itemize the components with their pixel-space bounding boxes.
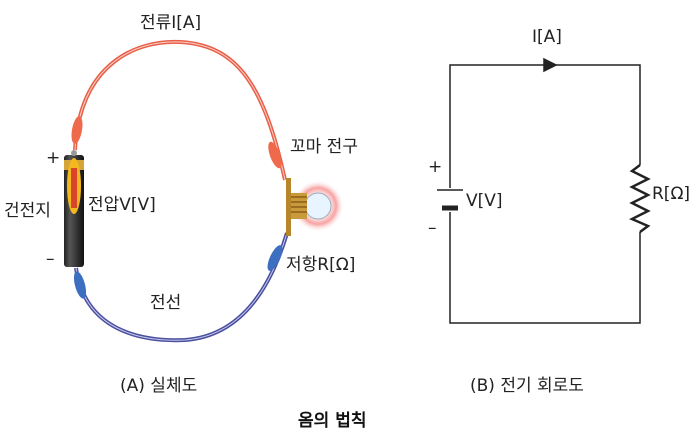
red-wire bbox=[73, 39, 287, 181]
circuit-voltage-label: V[V] bbox=[466, 191, 503, 211]
circuit-schematic bbox=[437, 57, 651, 324]
circuit-plus-sign: + bbox=[428, 157, 442, 177]
blue-clip-bulb bbox=[267, 245, 283, 271]
light-bulb-icon bbox=[286, 178, 344, 236]
circuit-minus-sign: – bbox=[428, 218, 437, 238]
current-arrow-icon bbox=[543, 57, 558, 73]
physical-circuit: 전류I[A] + – 건전지 전압V[V] 꼬마 전구 저항R[Ω] 전선 (A… bbox=[4, 13, 358, 396]
caption-b: (B) 전기 회로도 bbox=[470, 376, 584, 396]
resistor-icon bbox=[629, 164, 651, 233]
circuit-resistance-label: R[Ω] bbox=[652, 184, 690, 204]
caption-a: (A) 실체도 bbox=[120, 376, 197, 396]
bulb-label: 꼬마 전구 bbox=[290, 137, 358, 157]
figure-title: 옴의 법칙 bbox=[298, 411, 366, 431]
wire-label: 전선 bbox=[150, 293, 181, 313]
battery-icon bbox=[64, 150, 84, 267]
plus-sign: + bbox=[46, 148, 60, 168]
minus-sign: – bbox=[46, 249, 55, 269]
circuit-current-label: I[A] bbox=[532, 27, 562, 47]
battery-label: 건전지 bbox=[4, 201, 51, 221]
current-label: 전류I[A] bbox=[140, 13, 201, 33]
resistance-label: 저항R[Ω] bbox=[286, 255, 355, 275]
voltage-label: 전압V[V] bbox=[88, 195, 156, 215]
blue-wire bbox=[74, 232, 289, 343]
red-clip-battery bbox=[71, 116, 83, 144]
red-clip-bulb bbox=[268, 141, 282, 169]
blue-clip-battery bbox=[73, 271, 87, 299]
